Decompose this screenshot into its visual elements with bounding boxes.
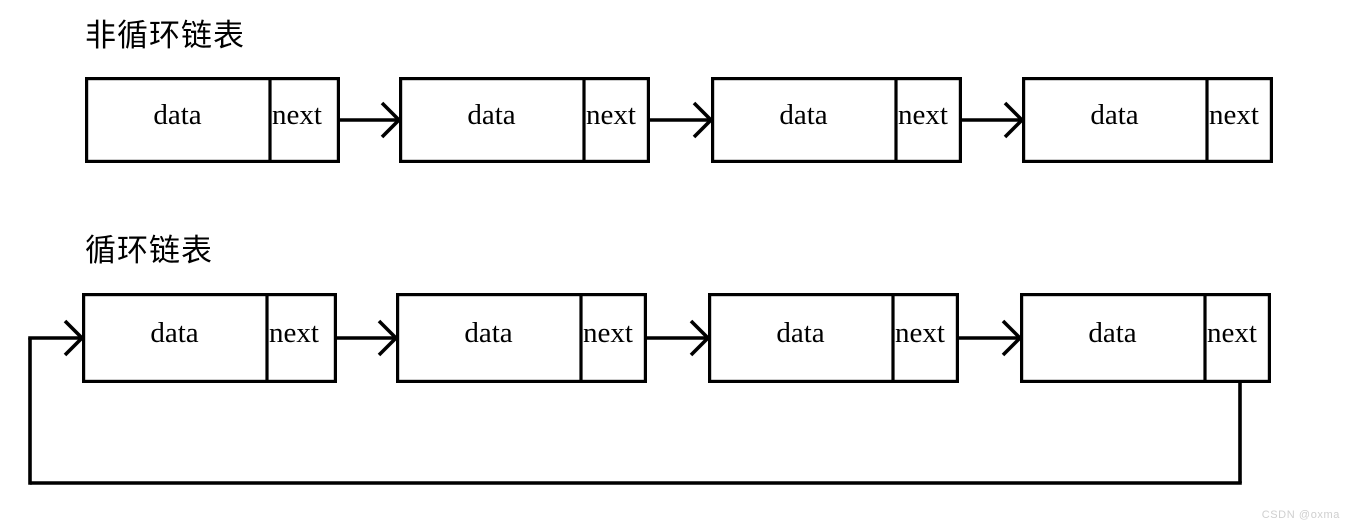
forward-arrow-noncircular-2 <box>962 101 1024 139</box>
node-data-label-noncircular-1: data <box>467 99 516 131</box>
node-box <box>399 76 651 164</box>
node-next-label-noncircular-1: next <box>586 99 636 131</box>
node-noncircular-2 <box>710 76 962 164</box>
arrowhead-upper-stroke <box>380 101 401 122</box>
node-circular-2 <box>707 293 959 384</box>
node-box <box>707 293 959 384</box>
node-next-label-circular-3: next <box>1207 317 1257 349</box>
arrowhead-upper-stroke <box>377 319 398 340</box>
node-next-label-circular-0: next <box>269 317 319 349</box>
node-data-label-circular-3: data <box>1088 317 1137 349</box>
node-circular-0 <box>81 293 338 384</box>
watermark: CSDN @oxma <box>1261 509 1340 521</box>
arrow-head <box>689 319 710 357</box>
node-next-label-noncircular-2: next <box>898 99 948 131</box>
arrow-head <box>380 101 401 139</box>
forward-arrow-circular-1 <box>647 319 710 357</box>
arrowhead-upper-stroke <box>692 101 713 122</box>
loopback-path-circular <box>28 319 1242 485</box>
node-circular-1 <box>396 293 648 384</box>
node-data-label-circular-0: data <box>150 317 199 349</box>
node-data-label-circular-2: data <box>776 317 825 349</box>
forward-arrow-circular-2 <box>959 319 1022 357</box>
arrowhead-lower-stroke <box>63 336 84 357</box>
node-boxes-and-arrows <box>28 76 1273 485</box>
section-title-noncircular: 非循环链表 <box>85 18 245 53</box>
node-circular-3 <box>1019 293 1271 384</box>
arrow-head <box>1003 101 1024 139</box>
node-box <box>396 293 648 384</box>
arrowhead-lower-stroke <box>689 336 710 357</box>
node-box <box>1021 76 1273 164</box>
node-data-label-noncircular-2: data <box>779 99 828 131</box>
arrow-head <box>1001 319 1022 357</box>
arrowhead-lower-stroke <box>380 118 401 139</box>
node-next-label-noncircular-3: next <box>1209 99 1259 131</box>
loopback-arrow-head <box>63 319 84 357</box>
forward-arrow-circular-0 <box>337 319 398 357</box>
arrowhead-lower-stroke <box>377 336 398 357</box>
node-box <box>81 293 338 384</box>
node-data-label-noncircular-3: data <box>1090 99 1139 131</box>
node-noncircular-1 <box>399 76 651 164</box>
arrowhead-lower-stroke <box>1001 336 1022 357</box>
node-data-label-noncircular-0: data <box>153 99 202 131</box>
node-noncircular-0 <box>84 76 341 164</box>
arrow-head <box>692 101 713 139</box>
forward-arrow-noncircular-1 <box>650 101 713 139</box>
node-box <box>84 76 341 164</box>
arrow-head <box>377 319 398 357</box>
node-next-label-circular-1: next <box>583 317 633 349</box>
node-box <box>1019 293 1271 384</box>
forward-arrow-noncircular-0 <box>340 101 401 139</box>
node-noncircular-3 <box>1021 76 1273 164</box>
arrowhead-upper-stroke <box>1003 101 1024 122</box>
arrowhead-lower-stroke <box>1003 118 1024 139</box>
arrowhead-lower-stroke <box>692 118 713 139</box>
arrowhead-upper-stroke <box>689 319 710 340</box>
node-next-label-circular-2: next <box>895 317 945 349</box>
node-data-label-circular-1: data <box>464 317 513 349</box>
arrowhead-upper-stroke <box>1001 319 1022 340</box>
section-title-circular: 循环链表 <box>85 233 213 268</box>
arrowhead-upper-stroke <box>63 319 84 340</box>
node-next-label-noncircular-0: next <box>272 99 322 131</box>
node-box <box>710 76 962 164</box>
